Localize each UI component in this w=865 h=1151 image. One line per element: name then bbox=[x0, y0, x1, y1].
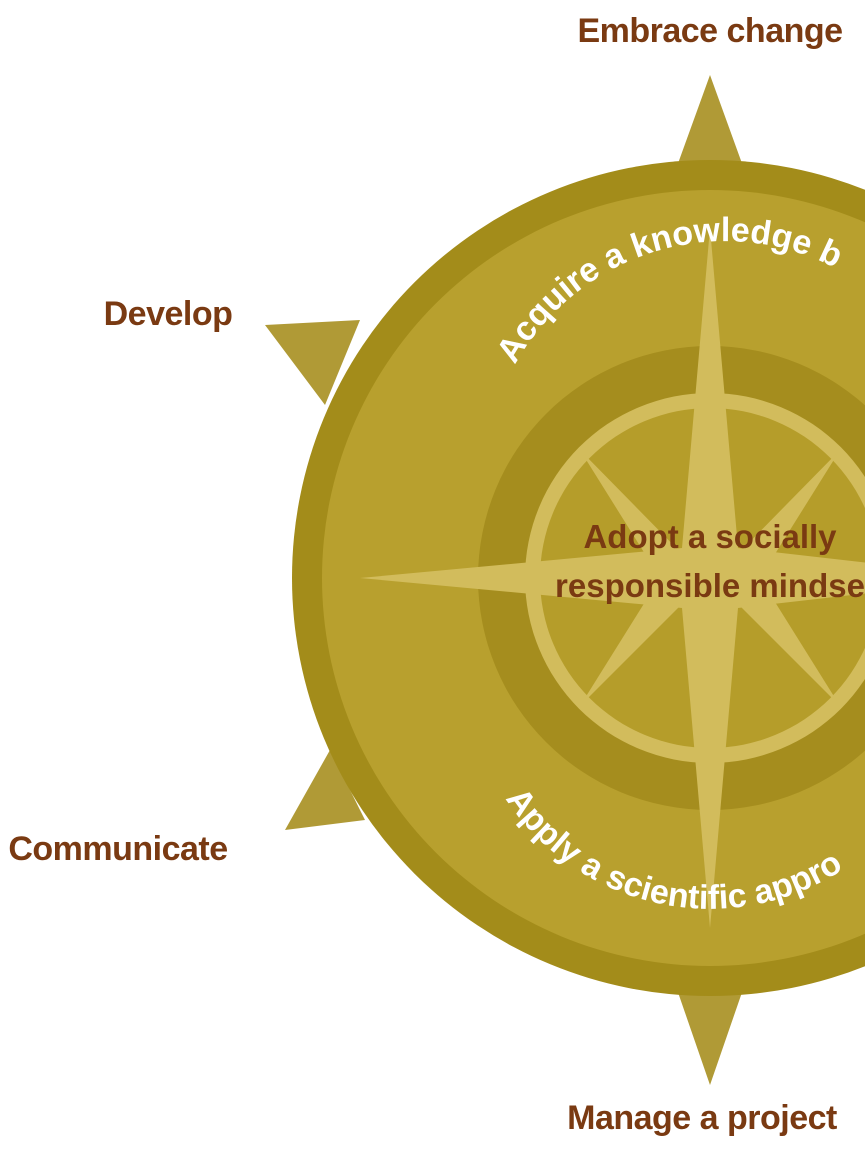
center-label-line1: Adopt a socially bbox=[583, 518, 837, 555]
label-embrace-change: Embrace change bbox=[577, 12, 842, 50]
center-label-line2: responsible mindse bbox=[555, 567, 865, 604]
label-communicate: Communicate bbox=[8, 830, 227, 868]
star-point-upper-left bbox=[265, 320, 360, 405]
star-point-bottom bbox=[672, 975, 748, 1085]
compass-star bbox=[360, 228, 865, 928]
star-point-top bbox=[672, 75, 748, 180]
compass-point-ne bbox=[710, 442, 846, 578]
label-manage-a-project: Manage a project bbox=[567, 1099, 837, 1137]
star-point-lower-left bbox=[285, 750, 365, 830]
label-develop: Develop bbox=[104, 295, 233, 333]
